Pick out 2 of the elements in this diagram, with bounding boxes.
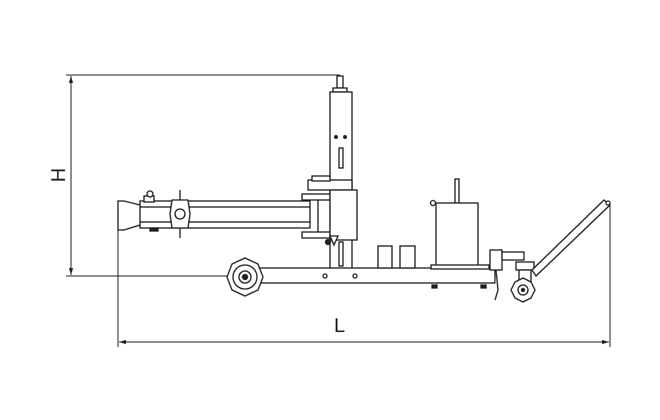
height-dimension-label: H <box>49 168 70 182</box>
length-dimension-label: L <box>334 316 346 336</box>
